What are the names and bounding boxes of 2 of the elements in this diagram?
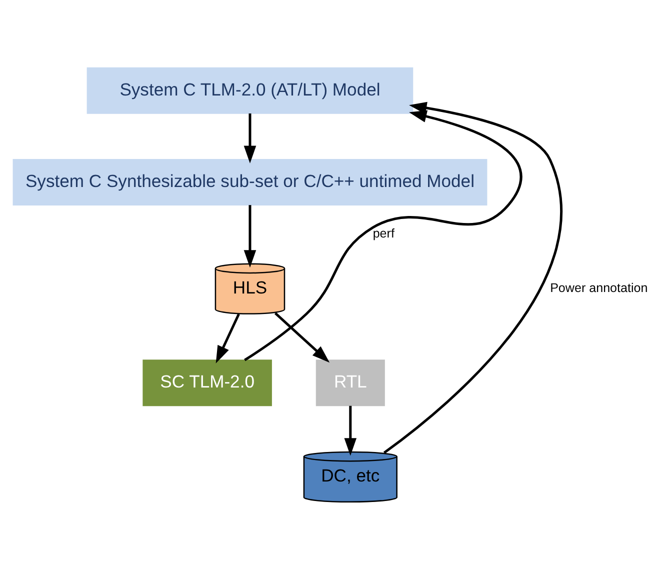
edge-label: perf — [372, 226, 394, 240]
edge-label: Power annotation — [550, 280, 648, 294]
